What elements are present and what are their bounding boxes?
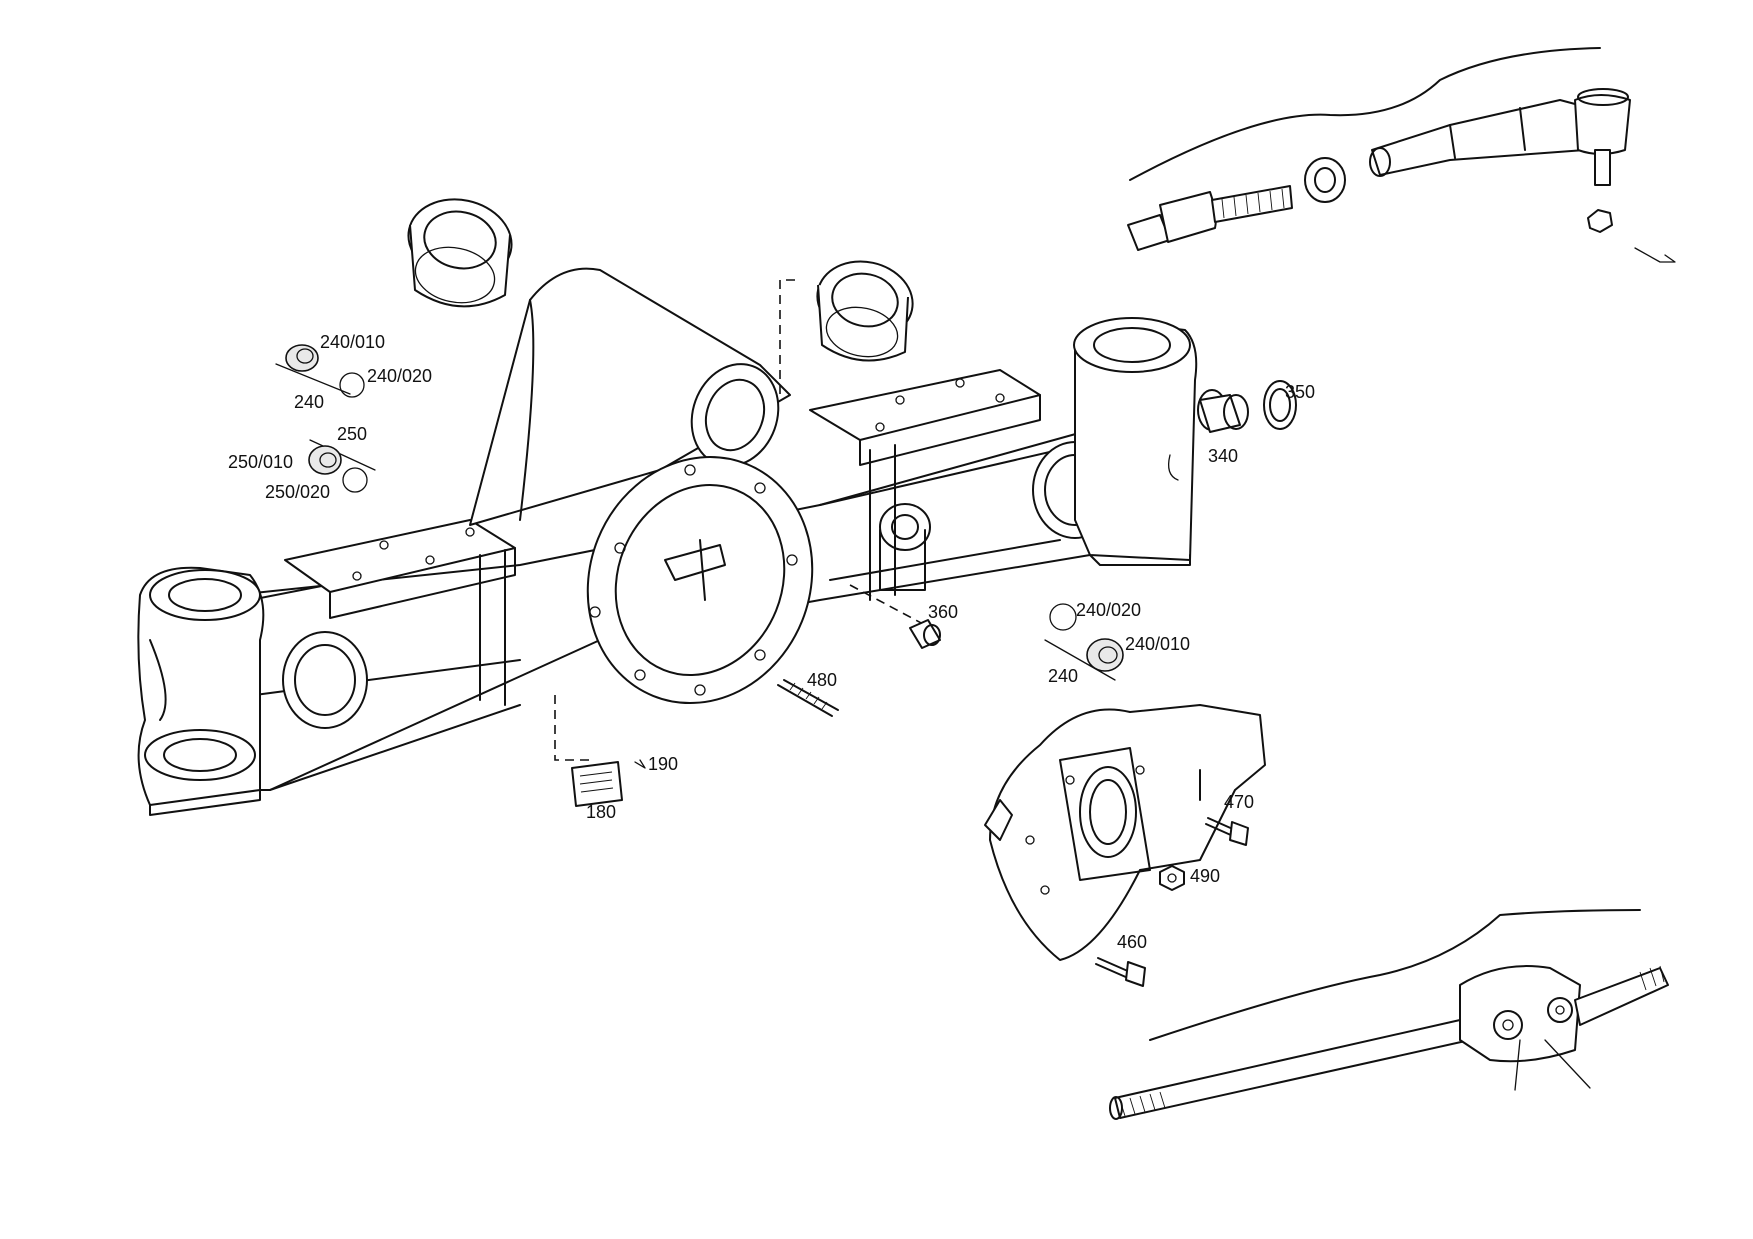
part-240-left: [275, 344, 365, 398]
callout-240-020-left: 240/020: [367, 366, 432, 386]
part-470-bolt: [1205, 817, 1249, 846]
part-340-sleeve: [1197, 389, 1249, 433]
callout-250-010: 250/010: [228, 452, 293, 472]
callout-240-010-left: 240/010: [320, 332, 385, 352]
callout-250: 250: [337, 424, 367, 444]
part-240-right: [1044, 603, 1124, 681]
part-180-plate: [571, 761, 623, 807]
callout-480: 480: [807, 670, 837, 690]
axle-housing: [137, 267, 1198, 816]
dashed-leader-bushing: [779, 279, 795, 400]
part-460-bolt: [1095, 957, 1146, 987]
part-480-stud: [777, 679, 839, 717]
tie-rod-assembly: [1127, 47, 1676, 263]
callout-240-left: 240: [294, 392, 324, 412]
part-190-rivet: [634, 759, 646, 769]
callout-180: 180: [586, 802, 616, 822]
bushing-top-right: [816, 260, 914, 362]
dashed-leader-plate: [554, 695, 590, 761]
callout-350: 350: [1285, 382, 1315, 402]
callout-470: 470: [1224, 792, 1254, 812]
part-350-ring: [1263, 380, 1297, 430]
part-250: [308, 439, 376, 493]
callout-190: 190: [648, 754, 678, 774]
bushing-top-left: [407, 198, 513, 308]
callout-340: 340: [1208, 446, 1238, 466]
callout-240-020-right: 240/020: [1076, 600, 1141, 620]
callout-360: 360: [928, 602, 958, 622]
part-490-nut: [1159, 865, 1185, 891]
callout-240-right: 240: [1048, 666, 1078, 686]
callout-240-010-right: 240/010: [1125, 634, 1190, 654]
callout-250-020: 250/020: [265, 482, 330, 502]
callout-490: 490: [1190, 866, 1220, 886]
drive-shaft-assembly: [1109, 909, 1669, 1120]
part-360-bushing: [909, 619, 941, 649]
steering-knuckle: [984, 704, 1266, 961]
callout-460: 460: [1117, 932, 1147, 952]
